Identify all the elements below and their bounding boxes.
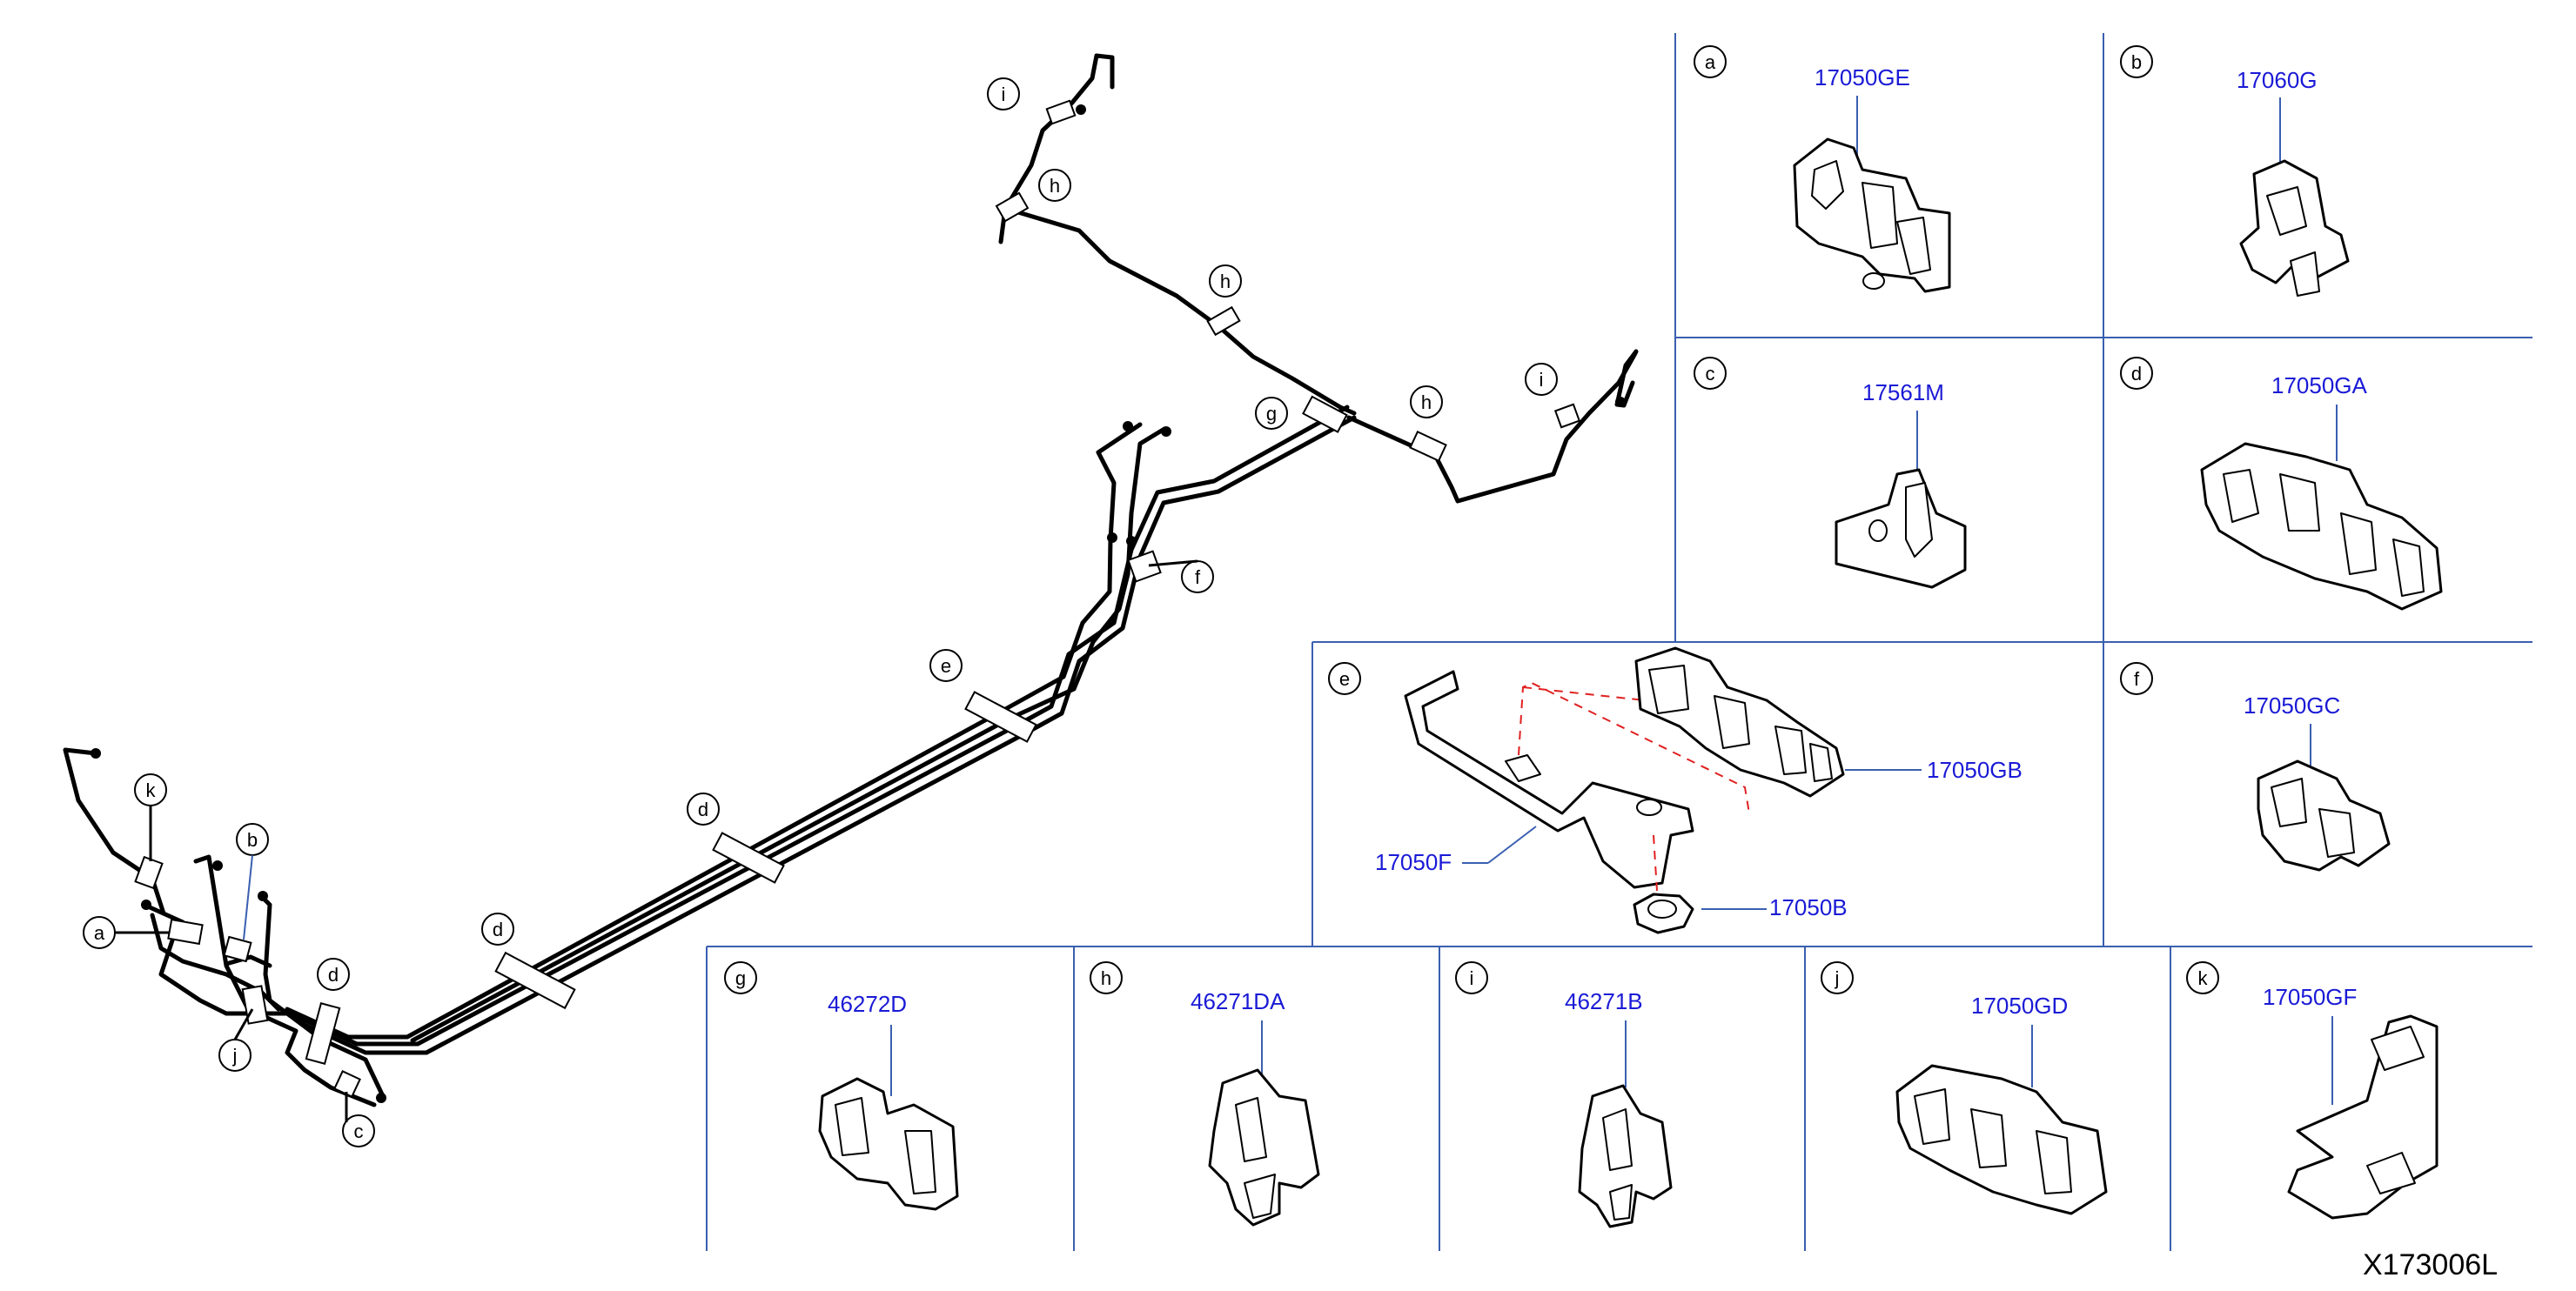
dashed-guides (1518, 681, 1750, 906)
callout-i: i (1525, 363, 1558, 396)
tube-clip-markers (134, 99, 1581, 1098)
clip-46271DA-drawing (1208, 1068, 1320, 1227)
panel-k: k 17050GF (2186, 961, 2438, 1220)
svg-text:c: c (1706, 363, 1715, 385)
panel-d: d 17050GA (2120, 357, 2443, 611)
callout-d: d (481, 913, 514, 946)
callout-c: c (342, 1114, 375, 1147)
part-number-17050GA: 17050GA (2271, 372, 2368, 398)
svg-text:k: k (2198, 967, 2209, 989)
clip-17050GB-drawing (1634, 646, 1845, 798)
callout-d: d (687, 793, 720, 826)
panel-c: c 17561M (1694, 357, 1967, 589)
clip-46271B-drawing (1578, 1084, 1673, 1228)
svg-text:h: h (1220, 271, 1231, 292)
part-number-17050B: 17050B (1769, 894, 1848, 920)
svg-text:b: b (2131, 51, 2142, 73)
clip-17050GC-drawing (2257, 759, 2391, 872)
diagram-callouts: i h h g h i f e d d d k b a j c (83, 77, 1558, 1147)
part-number-46271DA: 46271DA (1191, 988, 1285, 1014)
svg-text:f: f (1195, 566, 1201, 588)
svg-text:d: d (328, 964, 339, 986)
part-number-17050GD: 17050GD (1971, 993, 2068, 1019)
callout-g: g (1255, 397, 1288, 430)
svg-text:i: i (1470, 967, 1474, 989)
panel-b: b 17060G (2120, 45, 2350, 297)
svg-text:h: h (1421, 391, 1432, 413)
callout-b: b (236, 823, 269, 856)
bracket-17050F-drawing (1404, 670, 1694, 889)
svg-text:e: e (941, 655, 951, 677)
callout-k: k (134, 773, 167, 806)
callout-h: h (1209, 264, 1242, 298)
svg-text:g: g (735, 967, 746, 989)
diagram-reference: X173006L (2363, 1248, 2498, 1281)
clip-17050GA-drawing (2200, 442, 2443, 611)
part-number-17561M: 17561M (1862, 379, 1944, 405)
panel-e: e 17050GB 17050F 17050B (1328, 646, 2023, 934)
svg-text:i: i (1540, 369, 1544, 391)
part-number-17050F: 17050F (1375, 849, 1452, 875)
callout-i: i (987, 77, 1020, 110)
svg-text:d: d (2131, 363, 2142, 385)
svg-text:a: a (1705, 51, 1716, 73)
svg-text:f: f (2134, 668, 2140, 690)
part-number-17060G: 17060G (2237, 67, 2318, 93)
clip-17050GE-drawing (1793, 137, 1951, 293)
part-number-17050GE: 17050GE (1815, 64, 1910, 90)
clip-17050GF-drawing (2287, 1014, 2438, 1220)
part-number-46271B: 46271B (1565, 988, 1643, 1014)
part-number-17050GB: 17050GB (1927, 757, 2023, 783)
part-number-46272D: 46272D (828, 991, 907, 1017)
svg-text:d: d (698, 799, 708, 820)
panel-h: h 46271DA (1090, 961, 1320, 1227)
svg-text:a: a (94, 922, 105, 944)
panel-g: g 46272D (724, 961, 959, 1211)
svg-text:h: h (1050, 175, 1060, 197)
clip-17050GD-drawing (1895, 1064, 2108, 1215)
clip-17561M-drawing (1835, 468, 1967, 589)
panel-f: f 17050GC (2120, 662, 2391, 872)
callout-j: j (218, 1039, 252, 1072)
svg-text:b: b (247, 829, 258, 851)
svg-text:h: h (1101, 967, 1111, 989)
svg-text:j: j (232, 1045, 238, 1067)
callout-h: h (1410, 385, 1443, 418)
clip-17060G-drawing (2239, 159, 2350, 297)
part-number-17050GC: 17050GC (2244, 692, 2340, 719)
nut-17050B-drawing (1633, 893, 1694, 934)
svg-text:c: c (354, 1120, 364, 1142)
callout-e: e (929, 649, 963, 682)
panel-i: i 46271B (1455, 961, 1673, 1228)
svg-text:i: i (1002, 84, 1006, 105)
svg-text:d: d (493, 919, 503, 940)
svg-text:e: e (1339, 668, 1350, 690)
callout-d: d (317, 958, 350, 991)
brake-tube-assembly (63, 53, 1639, 1107)
part-number-17050GF: 17050GF (2263, 984, 2357, 1010)
callout-h: h (1038, 169, 1071, 202)
callout-f: f (1181, 560, 1214, 593)
panel-j: j 17050GD (1821, 961, 2108, 1215)
svg-text:j: j (1835, 967, 1840, 989)
panel-grid (706, 33, 2532, 1251)
svg-text:g: g (1266, 403, 1277, 425)
callout-a: a (83, 916, 116, 949)
panel-a: a 17050GE (1694, 45, 1951, 293)
svg-text:k: k (146, 779, 157, 801)
clip-46272D-drawing (818, 1077, 959, 1211)
